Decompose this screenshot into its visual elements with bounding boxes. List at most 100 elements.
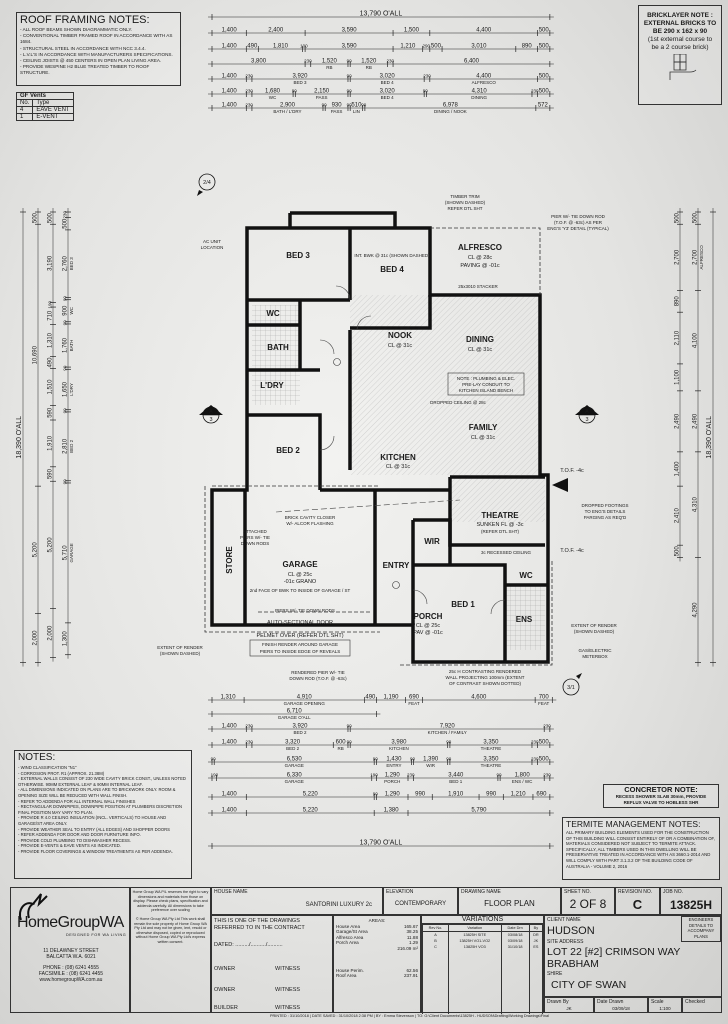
dimension-label: FEAT xyxy=(538,701,549,706)
variation-cell: DR xyxy=(528,931,544,938)
dimension-value: 1,810 xyxy=(273,44,289,50)
elevation-ref: 2/4 xyxy=(203,180,211,186)
piers-note: DOWN RODS xyxy=(241,541,270,546)
variation-cell: A xyxy=(422,931,449,938)
dimension-value: 1,650 xyxy=(63,381,69,397)
dimension-value: 90 xyxy=(63,320,68,326)
area-name: Porch Area xyxy=(336,940,359,946)
dimension-value: 2,490 xyxy=(693,413,699,429)
dimension-value: 3,980 xyxy=(391,740,407,746)
owner-signature-2[interactable]: OWNER xyxy=(214,987,236,993)
house-name-cell: HOUSE NAME SANTORINI LUXURY 2c xyxy=(211,887,383,915)
dimension-value: 6,978 xyxy=(443,103,459,109)
dimension-value: 10,690 xyxy=(33,345,39,364)
dimension-label: THEATRE xyxy=(481,763,502,768)
dimension-value: 600 xyxy=(336,740,347,746)
note-item: Provide weather seal to entry (all edges… xyxy=(18,827,188,833)
dimension-label: ENS / WC xyxy=(512,779,533,784)
dimension-value: 500 xyxy=(693,212,699,223)
variation-cell: JK xyxy=(528,938,544,944)
area-value: 38.25 xyxy=(406,929,419,935)
dimension-value: 3,190 xyxy=(48,255,54,271)
client-name: HUDSON xyxy=(547,925,595,937)
bricklayer-note: BRICKLAYER NOTE : EXTERNAL BRICKS TO BE … xyxy=(638,5,722,105)
dimension-value: 90 xyxy=(410,757,416,762)
section-letter: A xyxy=(585,409,589,415)
dimension-label: WIR xyxy=(426,763,435,768)
dimension-label: PORCH xyxy=(384,779,400,784)
address-line: BALCATTA W.A. 6021 xyxy=(46,954,96,960)
address-line: 11 DELAWNEY STREET xyxy=(43,948,99,954)
meterbox-note: METERBOX xyxy=(582,654,607,659)
roof-note: All roof beams shown diagrammatic only. xyxy=(20,27,177,33)
tof-note: T.O.F. -4c xyxy=(560,468,584,474)
dimension-value: 90 xyxy=(347,740,353,745)
dimension-label: BED 1 xyxy=(449,779,463,784)
contract-cell: THIS IS ONE OF THE DRAWINGS REFERRED TO … xyxy=(211,915,333,1013)
room-family: FAMILY xyxy=(469,423,498,432)
dimension-value: 90 xyxy=(347,74,353,79)
render-extent-note: (SHOWN DASHED) xyxy=(160,651,201,656)
dimension-label: BED 2 xyxy=(286,746,300,751)
ensuite-tiles xyxy=(505,585,545,650)
dimension-value: 3,590 xyxy=(342,28,358,34)
revision-label: REVISION No. xyxy=(618,889,653,895)
dimension-value: 190 xyxy=(211,773,219,778)
dimension-value: 90 xyxy=(63,479,68,485)
sheet-number: 2 OF 8 xyxy=(569,897,607,911)
dimension-value: 90 xyxy=(63,365,68,371)
brick-course-detail-icon xyxy=(669,53,697,80)
dimension-value: 1,400 xyxy=(222,792,238,798)
dimension-overall: 13,790 O'ALL xyxy=(360,840,403,847)
dimension-value: 1,210 xyxy=(511,792,527,798)
builder-signature[interactable]: BUILDER xyxy=(214,1005,238,1011)
dated-field[interactable]: DATED: ........./........../.......... xyxy=(214,942,283,948)
owner-signature-1[interactable]: OWNER xyxy=(214,966,236,972)
room-wir: WIR xyxy=(424,537,440,546)
dimension-value: 6,330 xyxy=(287,773,303,779)
dimension-value: 3,590 xyxy=(342,44,358,50)
witness-signature-3[interactable]: WITNESS xyxy=(275,1005,301,1011)
witness-signature-2[interactable]: WITNESS xyxy=(275,987,301,993)
dimension-value: 500 xyxy=(33,212,39,223)
room-theatre: THEATRE xyxy=(481,511,519,520)
roof-note: Provide wespine H2 blue treated timber t… xyxy=(20,64,177,76)
timber-trim-note: REFER DTL SHT xyxy=(447,206,482,211)
dimension-value: 3,020 xyxy=(380,89,396,95)
dimension-value: 2,000 xyxy=(33,630,39,646)
dimension-value: 1,380 xyxy=(384,808,400,814)
dimension-value: 3,350 xyxy=(483,757,499,763)
shire-name: CITY OF SWAN xyxy=(551,979,627,991)
kitchen-note-box xyxy=(447,372,525,396)
general-notes: NOTES: Wind classification "N1" Corrosio… xyxy=(14,750,192,879)
room-garage: GARAGE xyxy=(282,560,318,569)
porch-paving: PAV @ -01c xyxy=(413,630,443,636)
area-row: 216.09 m² xyxy=(336,946,418,952)
website-link[interactable]: www.homegroupWA.com.au xyxy=(39,977,103,983)
dimension-value: 1,310 xyxy=(48,332,54,348)
dimension-label: WC xyxy=(69,306,74,314)
area-row: House Perim.62.56 xyxy=(336,968,418,974)
dimension-label: THEATRE xyxy=(481,746,502,751)
contract-text: THIS IS ONE OF THE DRAWINGS REFERRED TO … xyxy=(214,918,305,931)
dimension-label: L'DRY xyxy=(69,383,74,396)
sheet-cell: SHEET No. 2 OF 8 xyxy=(561,887,615,915)
theatre-ceiling: 3c RECESSED CEILING xyxy=(481,550,532,555)
room-wc: WC xyxy=(266,309,280,318)
note-item: Corrosion prot. R1 (approx. 21.38m) xyxy=(18,771,188,777)
witness-signature-1[interactable]: WITNESS xyxy=(275,966,301,972)
dimension-value: 6,530 xyxy=(287,757,303,763)
termite-notes: TERMITE MANAGEMENT NOTES: All primary bu… xyxy=(562,817,720,880)
dimension-value: 1,310 xyxy=(221,695,237,701)
smoke-detector-icon xyxy=(392,581,400,589)
dimension-label: BED 4 xyxy=(381,80,395,85)
living-floor-hatch xyxy=(350,295,540,475)
dimension-value: 230 xyxy=(531,757,539,762)
dimension-overall: 18,390 O'ALL xyxy=(706,416,713,459)
variation-header: Rev No. xyxy=(422,924,449,932)
dimension-value: 3,020 xyxy=(380,74,396,80)
variation-cell: B xyxy=(422,938,449,944)
